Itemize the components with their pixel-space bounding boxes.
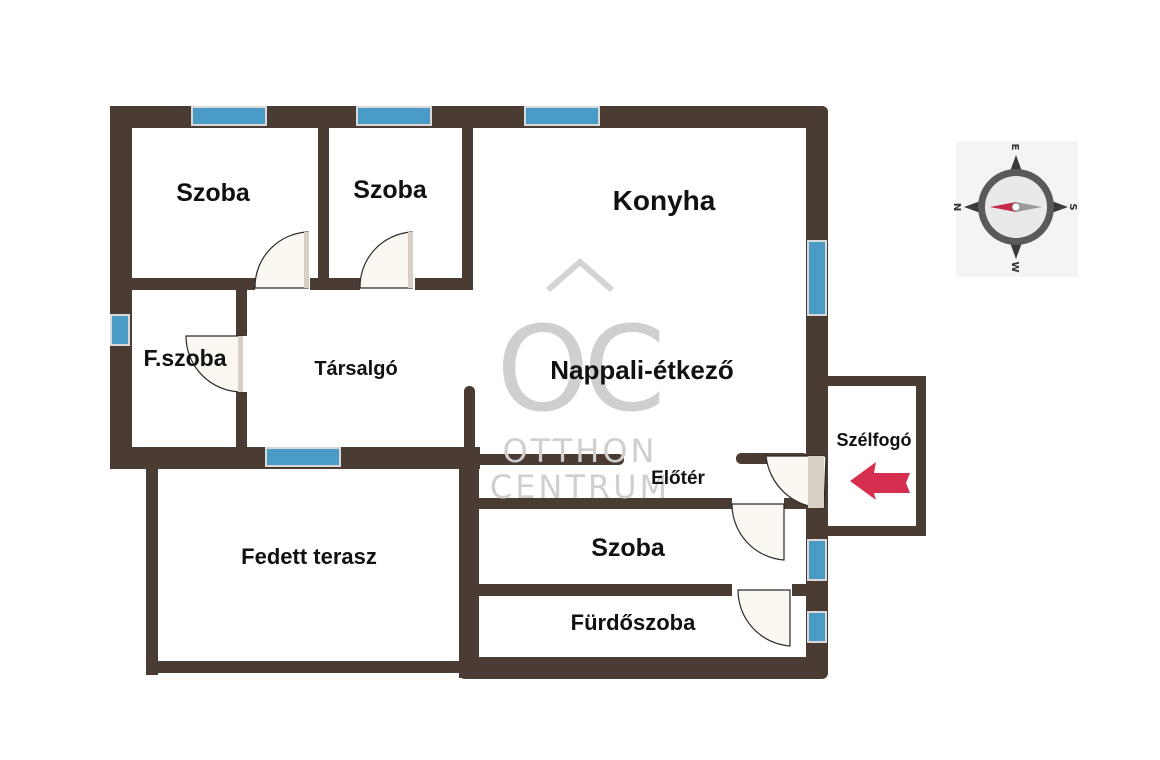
room-label-konyha: Konyha xyxy=(613,185,716,216)
door-szoba-2 xyxy=(359,231,413,289)
room-label-eloter: Előtér xyxy=(651,468,705,489)
compass-needle-red xyxy=(990,202,1016,212)
wall-szoba3-bottom xyxy=(474,584,732,596)
wall-szoba-divider xyxy=(318,126,329,288)
window-left-fszoba xyxy=(110,314,130,346)
window-top-3 xyxy=(524,106,600,126)
window-top-1 xyxy=(191,106,267,126)
wall-top xyxy=(110,106,828,128)
wall-vestibule-right xyxy=(916,376,926,536)
window-top-2 xyxy=(356,106,432,126)
room-label-terasz: Fedett terasz xyxy=(241,544,377,569)
door-furdo xyxy=(737,589,791,647)
room-label-szoba-2: Szoba xyxy=(353,176,428,204)
wall-hall-bottom-right xyxy=(784,498,808,509)
watermark-line1: OTTHON xyxy=(503,432,658,470)
window-right-szoba3 xyxy=(807,539,827,581)
wall-rooms-bottom-2 xyxy=(310,278,360,290)
room-label-fszoba: F.szoba xyxy=(143,345,226,371)
compass-bottom-letter: W xyxy=(1009,261,1020,272)
watermark: OC OTTHON CENTRUM xyxy=(490,258,670,506)
door-szoba-1 xyxy=(254,231,309,289)
wall-szoba3-bottom-right xyxy=(792,584,808,596)
wall-terrace-bottom xyxy=(146,661,466,673)
wall-vestibule-bottom xyxy=(816,526,926,536)
room-labels: Szoba Szoba Konyha F.szoba Társalgó Napp… xyxy=(143,176,911,635)
wall-szoba2-right xyxy=(462,126,473,288)
compass-right-letter: S xyxy=(1067,203,1078,210)
wall-hall-bottom xyxy=(474,498,732,509)
wall-bottom xyxy=(459,657,828,679)
wall-right xyxy=(806,106,828,678)
wall-rooms-bottom xyxy=(130,278,255,290)
door-fszoba xyxy=(185,335,243,393)
room-label-szelfogo: Szélfogó xyxy=(837,430,912,450)
walls xyxy=(110,106,926,679)
entrance-arrow-icon xyxy=(850,462,910,500)
wall-fszoba-right xyxy=(236,288,247,336)
room-label-szoba-1: Szoba xyxy=(176,179,251,207)
wall-vestibule-top xyxy=(806,376,926,386)
room-label-furdo: Fürdőszoba xyxy=(571,610,696,635)
compass-left-letter: N xyxy=(951,203,962,211)
window-mid xyxy=(265,447,341,467)
wall-terrace-right xyxy=(459,462,479,678)
watermark-chevron xyxy=(546,258,614,293)
window-right-konyha xyxy=(807,240,827,316)
doors xyxy=(185,231,827,647)
wall-rooms-bottom-3 xyxy=(415,278,473,290)
wall-fszoba-right-2 xyxy=(236,392,247,458)
compass-needle-grey xyxy=(1016,202,1042,212)
wall-partition-stub xyxy=(464,386,475,466)
watermark-logo: OC xyxy=(496,300,659,438)
windows xyxy=(110,106,827,643)
wall-hall-top-left xyxy=(474,454,624,465)
door-szoba-3 xyxy=(731,503,785,561)
room-label-nappali: Nappali-étkező xyxy=(550,355,734,385)
room-label-szoba-3: Szoba xyxy=(591,534,666,562)
wall-terrace-left xyxy=(146,462,158,675)
wall-left xyxy=(110,106,132,468)
room-label-tarsalgo: Társalgó xyxy=(314,358,397,380)
window-right-furdo xyxy=(807,611,827,643)
compass-top-letter: E xyxy=(1009,144,1020,151)
compass-icon: E S W N xyxy=(951,141,1078,277)
watermark-line2: CENTRUM xyxy=(490,468,670,506)
